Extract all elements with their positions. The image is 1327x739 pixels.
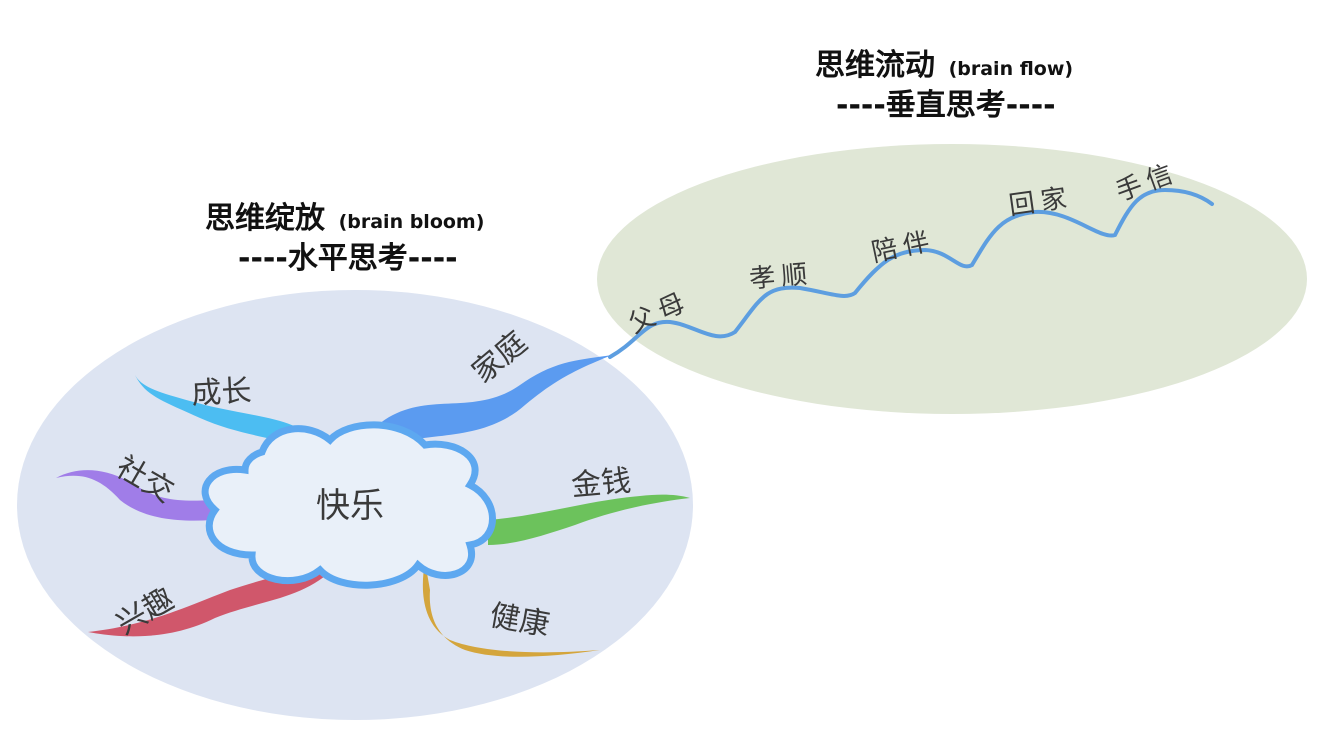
flow-title: 思维流动 (brain flow) <box>815 48 1073 83</box>
bloom-title: 思维绽放 (brain bloom) <box>205 201 484 236</box>
flow-ellipse <box>597 144 1307 414</box>
flow-caption: ----垂直思考---- <box>836 88 1056 123</box>
bloom-caption: ----水平思考---- <box>238 241 458 276</box>
center-cloud <box>201 421 496 589</box>
branch-label-money: 金钱 <box>570 463 633 503</box>
bloom-title-main: 思维绽放 <box>205 201 326 236</box>
center-label: 快乐 <box>316 486 384 526</box>
bloom-title-sub: (brain bloom) <box>339 211 485 233</box>
flow-title-main: 思维流动 <box>815 48 935 83</box>
branch-label-growth: 成长 <box>191 373 253 411</box>
branch-social <box>56 470 212 521</box>
branch-money <box>488 494 690 545</box>
branch-family <box>372 355 612 448</box>
flow-title-sub: (brain flow) <box>949 58 1074 80</box>
flow-step-2: 孝顺 <box>748 259 814 294</box>
flow-line <box>608 187 1214 359</box>
